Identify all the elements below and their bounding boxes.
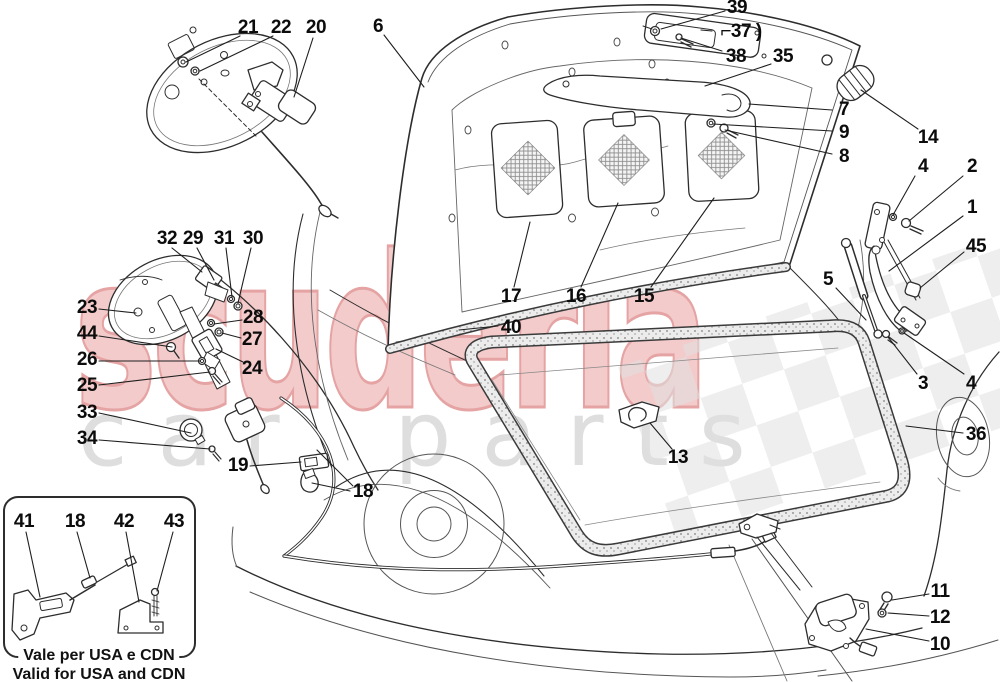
gas-strut [840, 237, 883, 339]
inset-screw-43 [150, 587, 160, 617]
striker-plate [618, 401, 660, 429]
flap-lock-parts [107, 254, 270, 495]
lid-hinge-hole [821, 54, 833, 66]
flap-actuator [241, 61, 339, 219]
latch-keeper [738, 513, 813, 591]
rubber-boot [836, 64, 875, 102]
inset-cable-18 [69, 555, 137, 601]
inset-caption-italian: Vale per USA e CDN [18, 647, 180, 665]
leader-lines [25, 10, 965, 642]
tail-light [935, 396, 991, 492]
inset-handle-41 [11, 589, 75, 641]
insulation-pads [490, 110, 760, 219]
buffer-pad [904, 281, 922, 298]
release-cable [279, 396, 777, 572]
inset-caption-english: Valid for USA and CDN [12, 666, 186, 682]
usa-cdn-inset [3, 496, 196, 658]
hinge-bracket-assembly [543, 12, 767, 139]
checkered-watermark [618, 225, 1000, 540]
hinge-arm-assembly [864, 201, 927, 346]
trunk-lid [385, 4, 861, 354]
cable-clamp-and-grommet [298, 452, 330, 493]
inset-bracket-42 [117, 599, 164, 634]
trunk-latch-assembly [804, 591, 893, 657]
